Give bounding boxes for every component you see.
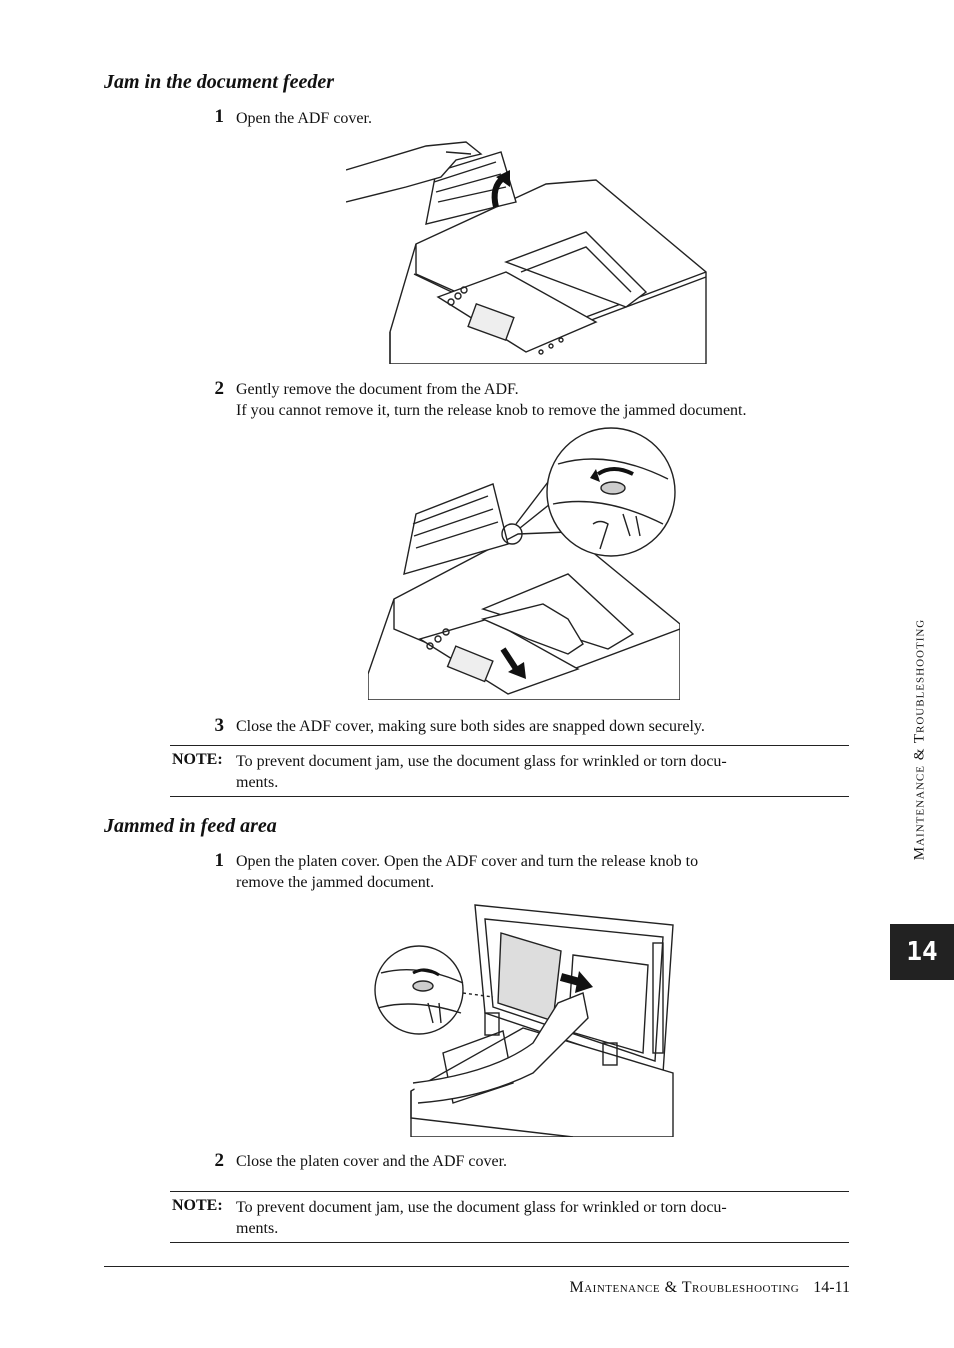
chapter-tab: 14 — [890, 924, 954, 980]
note-label: NOTE: — [172, 1197, 223, 1214]
step-number: 3 — [214, 715, 225, 736]
step-number: 1 — [214, 850, 225, 871]
illustration-platen-open — [373, 903, 677, 1137]
page-number: 14-11 — [813, 1279, 850, 1296]
step-number: 2 — [214, 1150, 225, 1171]
step-text: Gently remove the document from the ADF.… — [236, 381, 747, 419]
note-label: NOTE: — [172, 751, 223, 768]
step-text: Close the platen cover and the ADF cover… — [236, 1153, 508, 1170]
note-text: To prevent document jam, use the documen… — [236, 1199, 727, 1237]
step-text: Open the ADF cover. — [236, 110, 372, 127]
note-text: To prevent document jam, use the documen… — [236, 753, 727, 791]
step-text: Close the ADF cover, making sure both si… — [236, 718, 705, 735]
footer-section-label: Maintenance & Troubleshooting — [569, 1279, 800, 1296]
illustration-remove-document — [368, 424, 680, 700]
step-number: 2 — [214, 378, 225, 399]
step-number: 1 — [214, 106, 225, 127]
note-bottom-rule — [170, 1242, 849, 1243]
section-heading-feed-jam: Jammed in feed area — [104, 815, 277, 837]
footer-rule — [104, 1266, 849, 1267]
page-footer: Maintenance & Troubleshooting 14-11 — [480, 1279, 851, 1297]
illustration-open-adf-cover — [346, 132, 708, 364]
section-heading-adf-jam: Jam in the document feeder — [104, 71, 334, 93]
note-bottom-rule — [170, 796, 849, 797]
sidebar-section-label: Maintenance & Troubleshooting — [911, 618, 928, 860]
step-text: Open the platen cover. Open the ADF cove… — [236, 853, 699, 891]
note-top-rule — [170, 745, 849, 746]
note-top-rule — [170, 1191, 849, 1192]
